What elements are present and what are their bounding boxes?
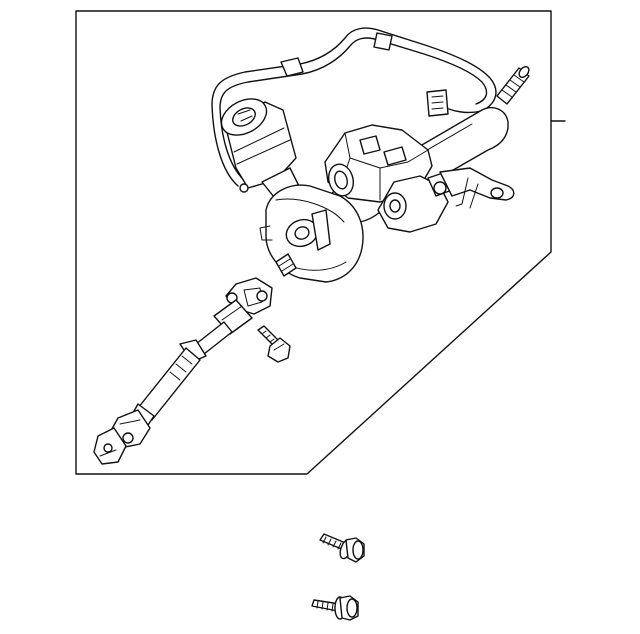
intermediate-shaft[interactable] [93, 277, 273, 465]
steering-column-assembly[interactable] [211, 27, 531, 283]
wire-harness [211, 27, 497, 187]
mounting-bolt-upper[interactable] [319, 533, 365, 563]
mounting-bolt-lower[interactable] [311, 595, 359, 621]
column-bolt[interactable] [257, 325, 291, 363]
assembly-frame [75, 10, 566, 475]
